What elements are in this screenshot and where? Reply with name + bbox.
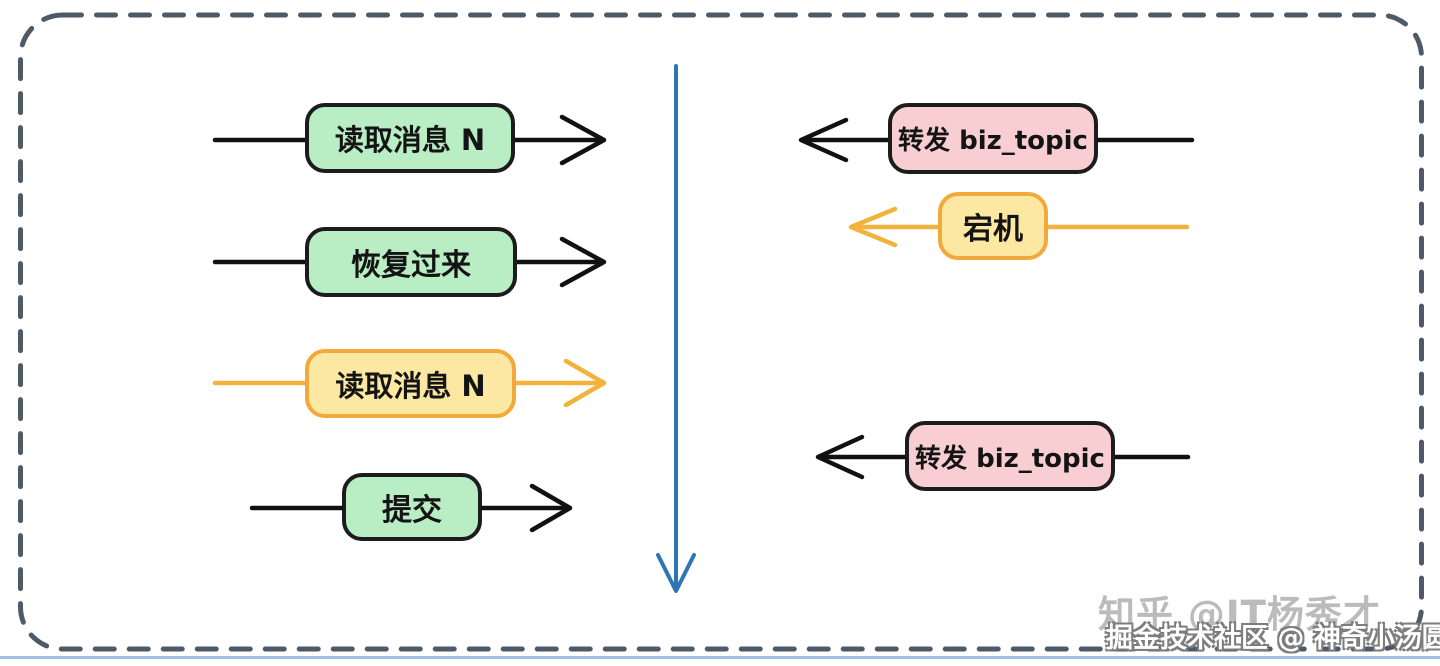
flow-box-label: 提交 — [382, 493, 442, 528]
timeline-down-arrow-icon — [656, 64, 696, 593]
flow-box-downtime: 宕机 — [938, 192, 1048, 260]
watermark-juejin: 掘金技术社区 @ 神奇小汤圆 — [1106, 623, 1440, 654]
flow-box-forward-biz-topic-1: 转发 biz_topic — [888, 103, 1098, 174]
flow-box-forward-biz-topic-2: 转发 biz_topic — [905, 421, 1115, 491]
flow-box-label: 宕机 — [963, 212, 1023, 247]
watermark-zhihu: 知乎 @IT杨秀才 — [1098, 593, 1381, 636]
flow-box-commit: 提交 — [342, 473, 482, 541]
bottom-blue-line — [0, 656, 1440, 659]
flow-box-label: 读取消息 N — [335, 368, 486, 403]
flow-box-label: 读取消息 N — [334, 123, 486, 157]
flow-box-read-message-1: 读取消息 N — [305, 103, 515, 173]
flow-box-label: 恢复过来 — [351, 248, 471, 283]
flow-box-label: 转发 biz_topic — [915, 443, 1105, 474]
flow-box-read-message-2: 读取消息 N — [305, 349, 516, 418]
flow-box-recovered: 恢复过来 — [305, 227, 517, 297]
dashed-frame — [18, 12, 1424, 652]
flow-box-label: 转发 biz_topic — [898, 126, 1088, 156]
